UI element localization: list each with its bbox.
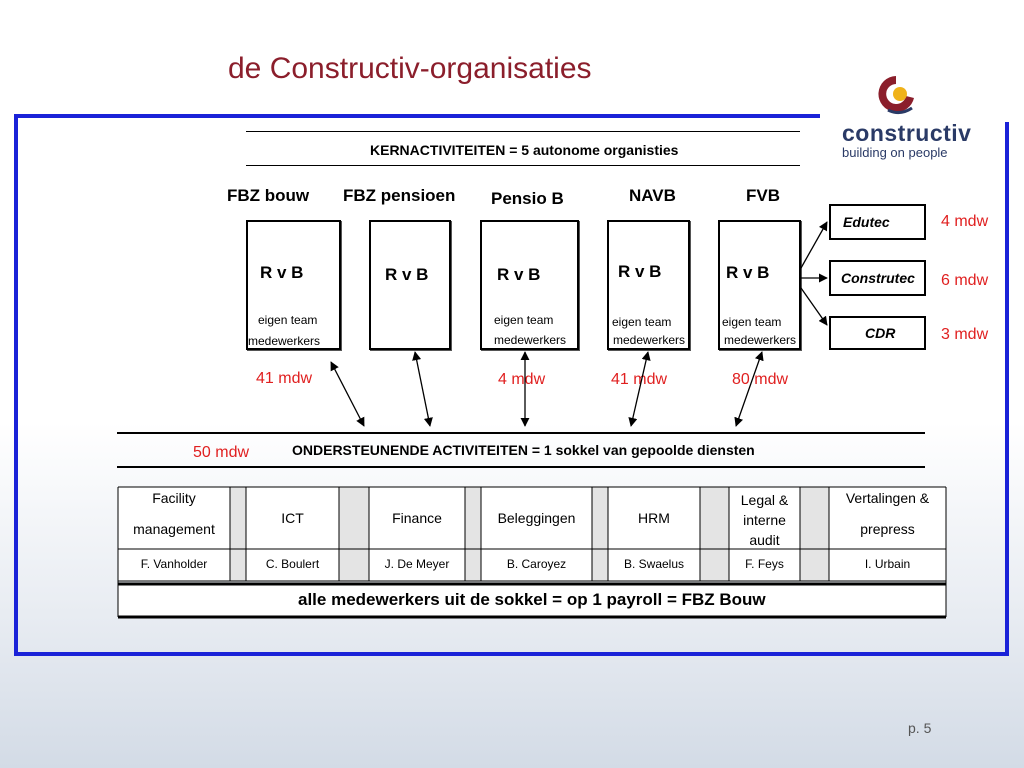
logo-brand: constructiv bbox=[842, 120, 972, 146]
arrow-to-edutec bbox=[800, 221, 828, 269]
staff-count: 3 mdw bbox=[941, 326, 989, 343]
frame-gap bbox=[820, 110, 1010, 122]
sokkel-staff-count: 50 mdw bbox=[193, 444, 250, 461]
team-label: medewerkers bbox=[613, 333, 686, 347]
staff-count: 6 mdw bbox=[941, 272, 989, 289]
service-head: F. Vanholder bbox=[140, 557, 208, 571]
logo-tagline: building on people bbox=[842, 145, 948, 160]
team-label: medewerkers bbox=[494, 333, 567, 347]
team-label: medewerkers bbox=[248, 334, 321, 348]
staff-count: 41 mdw bbox=[256, 370, 313, 387]
service-head: B. Caroyez bbox=[506, 557, 567, 571]
team-label: medewerkers bbox=[724, 333, 797, 347]
subsidiary-box-edutec: Edutec bbox=[829, 204, 926, 240]
staff-count: 4 mdw bbox=[941, 213, 989, 230]
rvb-label: R v B bbox=[726, 263, 770, 282]
kern-top-line bbox=[246, 131, 800, 132]
service-label: Legal & bbox=[740, 492, 789, 508]
rvb-label: R v B bbox=[618, 262, 662, 281]
entity-name: FBZ pensioen bbox=[343, 186, 456, 205]
constructiv-logo-icon bbox=[878, 76, 914, 115]
page-number: p. 5 bbox=[908, 720, 932, 736]
arrow-to-cdr bbox=[800, 287, 828, 326]
diagram-frame bbox=[14, 114, 1009, 656]
kern-bottom-line bbox=[246, 165, 800, 166]
subsidiary-name: CDR bbox=[865, 325, 896, 341]
service-facility: Facility management bbox=[118, 490, 230, 537]
ondersteunende-label: ONDERSTEUNENDE ACTIVITEITEN = 1 sokkel v… bbox=[292, 442, 755, 458]
service-label: interne bbox=[743, 512, 786, 528]
entity-box-fbz-bouw bbox=[246, 220, 341, 350]
entity-name: FBZ bouw bbox=[227, 186, 310, 205]
service-finance: Finance bbox=[392, 510, 442, 526]
entity-box-fbz-pensioen bbox=[369, 220, 451, 350]
entity-box-navb bbox=[607, 220, 690, 350]
kernactiviteiten-label: KERNACTIVITEITEN = 5 autonome organistie… bbox=[370, 142, 679, 158]
entity-name: NAVB bbox=[629, 186, 676, 205]
service-ict: ICT bbox=[281, 510, 304, 526]
arrow-navb-sokkel bbox=[628, 351, 651, 427]
team-label: eigen team bbox=[258, 313, 318, 327]
entity-box-fvb bbox=[718, 220, 801, 350]
entity-name: FVB bbox=[746, 186, 780, 205]
ond-bottom-line bbox=[117, 466, 925, 468]
rvb-label: R v B bbox=[497, 265, 541, 284]
service-legal: Legal & interne audit bbox=[729, 490, 800, 550]
service-vertalingen: Vertalingen & prepress bbox=[829, 490, 946, 537]
service-label: management bbox=[133, 521, 215, 537]
team-label: eigen team bbox=[722, 315, 782, 329]
ond-top-line bbox=[117, 432, 925, 434]
arrow-fbz-pensioen-sokkel bbox=[412, 351, 433, 427]
service-label: prepress bbox=[860, 521, 915, 537]
payroll-statement: alle medewerkers uit de sokkel = op 1 pa… bbox=[298, 590, 766, 609]
entity-box-pensio-b bbox=[480, 220, 579, 350]
arrow-fbz-bouw-sokkel bbox=[330, 361, 365, 427]
entity-name: Pensio B bbox=[491, 189, 564, 208]
service-head: F. Feys bbox=[745, 557, 784, 571]
subsidiary-box-construtec: Construtec bbox=[829, 260, 926, 296]
team-label: eigen team bbox=[494, 313, 554, 327]
service-hrm: HRM bbox=[638, 510, 670, 526]
service-head: B. Swaelus bbox=[623, 557, 685, 571]
service-head: I. Urbain bbox=[864, 557, 911, 571]
page-title: de Constructiv-organisaties bbox=[228, 52, 592, 85]
subsidiary-name: Edutec bbox=[843, 214, 890, 230]
service-label: audit bbox=[749, 532, 780, 548]
team-label: eigen team bbox=[612, 315, 672, 329]
rvb-label: R v B bbox=[260, 263, 304, 282]
service-label: Vertalingen & bbox=[845, 490, 930, 506]
arrow-fvb-sokkel bbox=[734, 351, 764, 427]
service-beleggingen: Beleggingen bbox=[497, 510, 576, 526]
service-head: C. Boulert bbox=[265, 557, 320, 571]
rvb-label: R v B bbox=[385, 265, 429, 284]
subsidiary-name: Construtec bbox=[841, 270, 915, 286]
service-head: J. De Meyer bbox=[384, 557, 450, 571]
subsidiary-box-cdr: CDR bbox=[829, 316, 926, 350]
service-label: Facility bbox=[152, 490, 196, 506]
